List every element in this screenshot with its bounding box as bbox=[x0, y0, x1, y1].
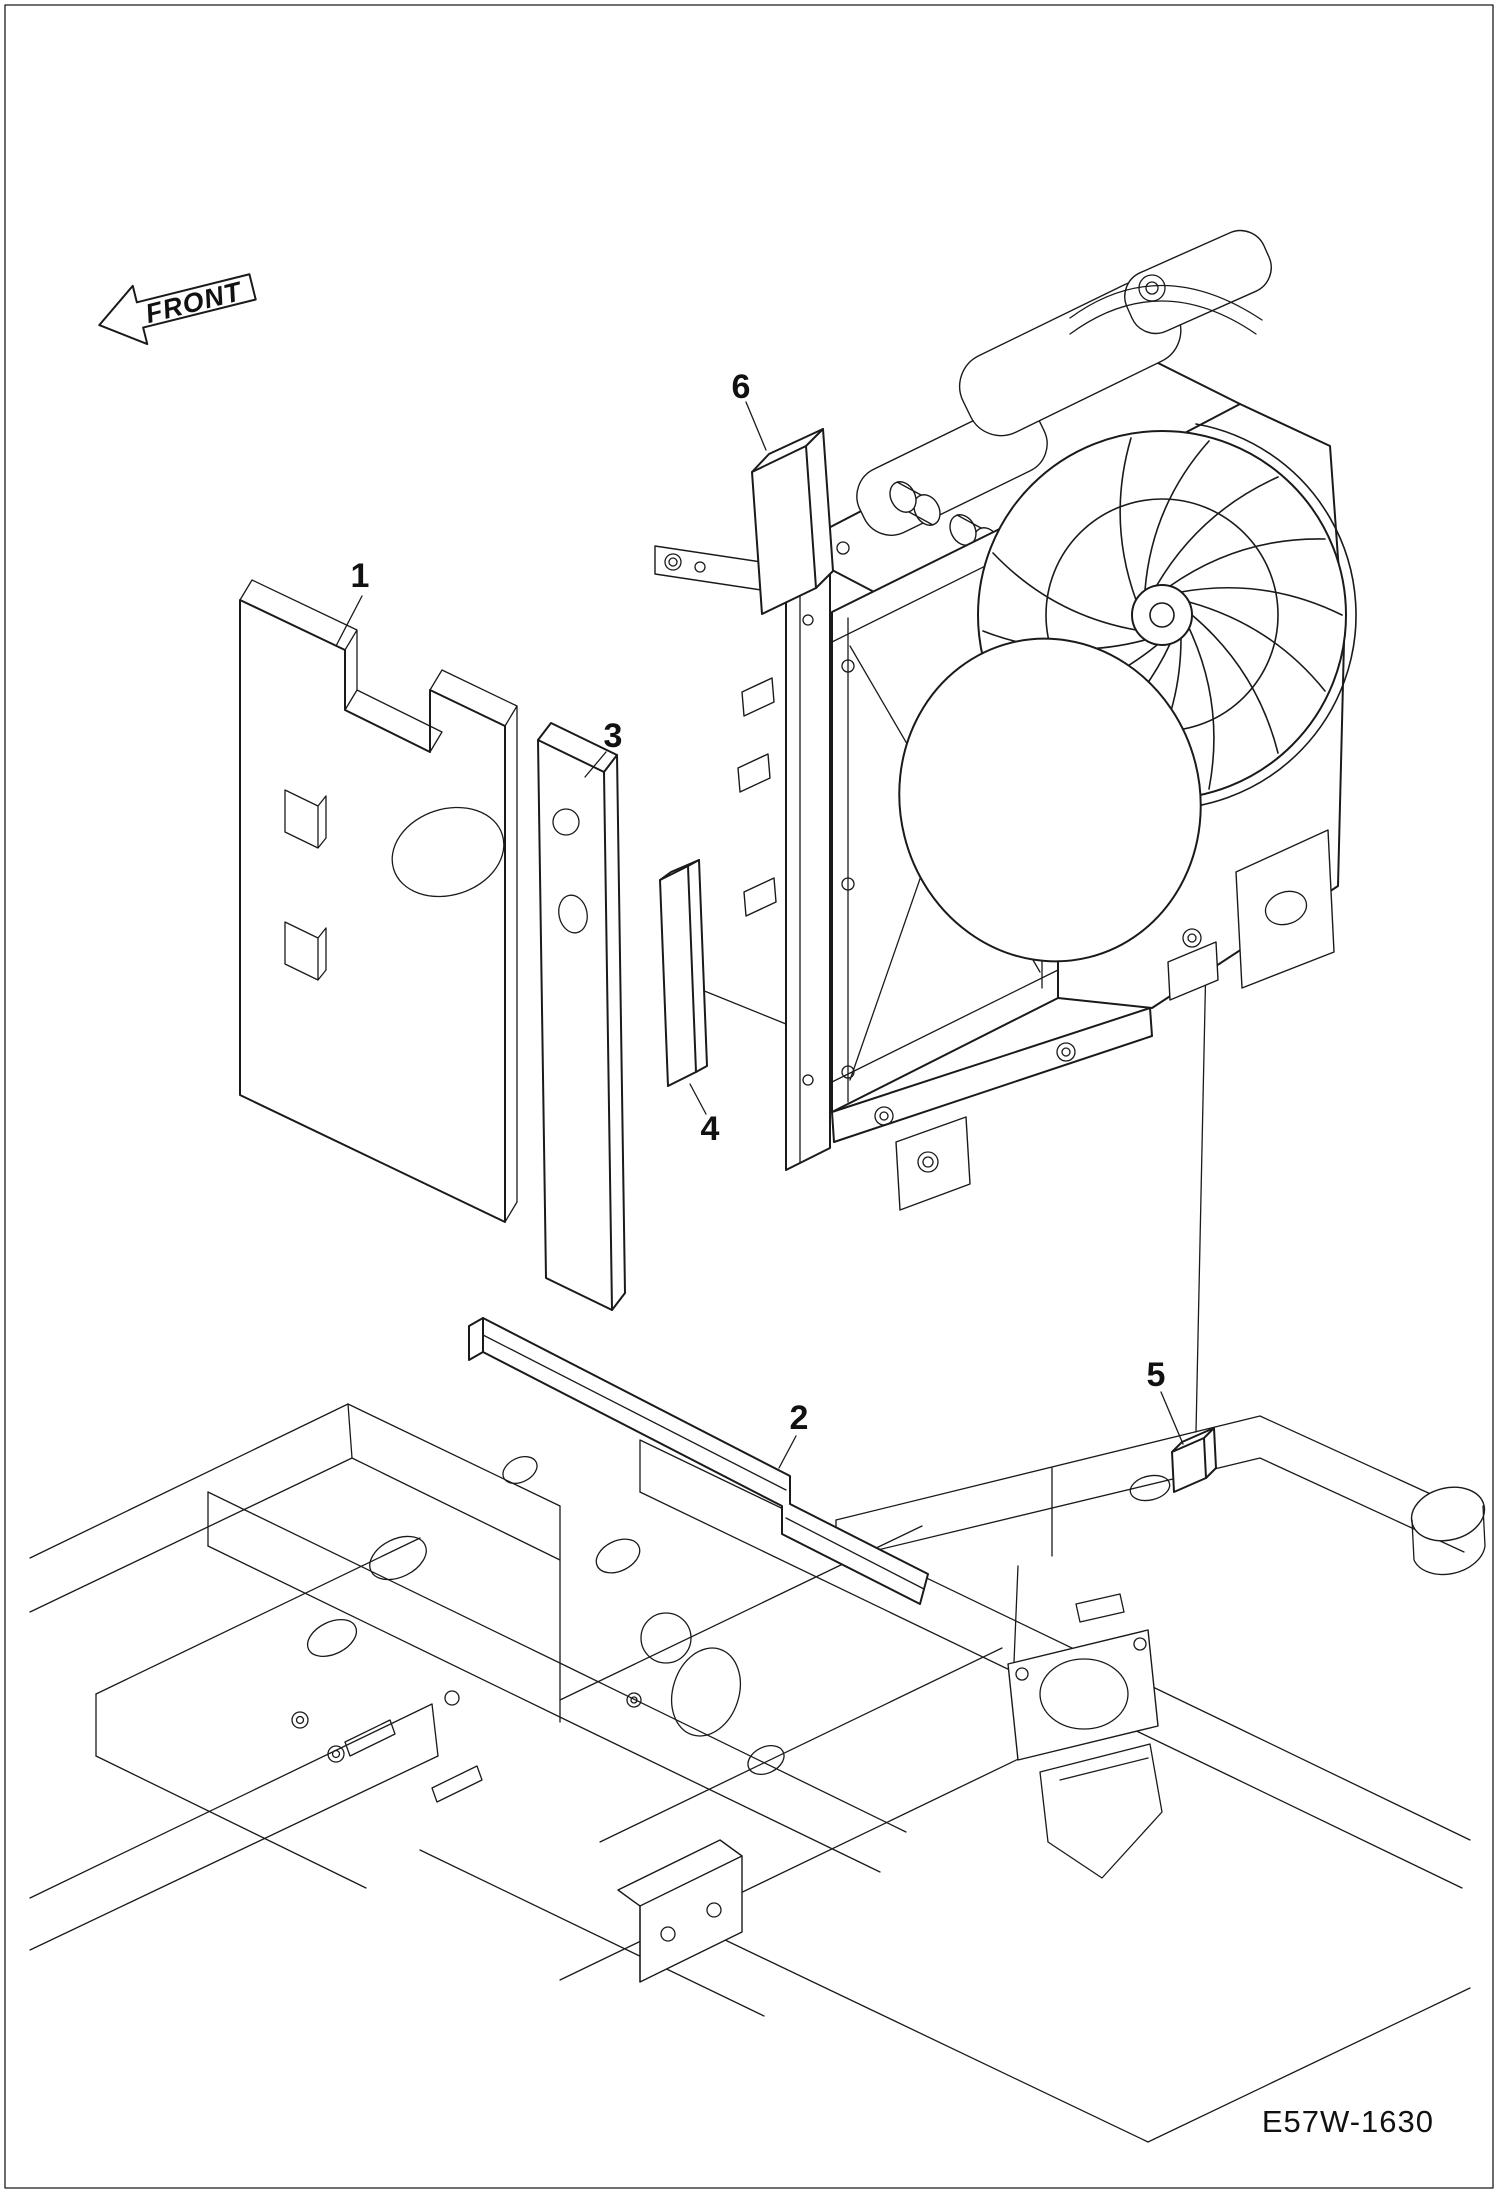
frame-gusset bbox=[1039, 1743, 1163, 1879]
part-4-spacer bbox=[659, 859, 708, 1087]
leader-line-5 bbox=[1160, 1391, 1184, 1445]
leader-line-3 bbox=[584, 751, 607, 778]
right-foot-mount bbox=[1167, 941, 1219, 1001]
part-5-alignment-line bbox=[1195, 957, 1207, 1433]
plate-slot-hole-upper bbox=[284, 789, 327, 849]
leader-line-6 bbox=[745, 401, 767, 451]
front-label: FRONT bbox=[142, 276, 246, 329]
radiator-bottom-band bbox=[831, 928, 1219, 1211]
part-1-plate bbox=[239, 579, 518, 1223]
plate-slot-hole-lower bbox=[284, 921, 327, 981]
leader-line-1 bbox=[335, 595, 363, 647]
fan-hub bbox=[1131, 584, 1193, 646]
front-direction-arrow: FRONT bbox=[98, 273, 257, 346]
frame-boss bbox=[1410, 1486, 1486, 1576]
chassis-frame bbox=[29, 1403, 1486, 2143]
frame-flange bbox=[1007, 1629, 1159, 1761]
figure-code: E57W-1630 bbox=[1262, 2104, 1434, 2139]
part-4-mount-line bbox=[696, 987, 787, 1025]
callout-3: 3 bbox=[604, 717, 623, 755]
callout-4: 4 bbox=[701, 1110, 720, 1148]
frame-slot-hole bbox=[369, 1535, 427, 1581]
part-5-block bbox=[1171, 1427, 1217, 1493]
frame-u-bracket bbox=[617, 1839, 743, 1983]
leader-line-4 bbox=[689, 1083, 707, 1115]
radiator-assembly bbox=[654, 229, 1357, 1211]
callout-leader-lines bbox=[335, 401, 1184, 1469]
part-2-support-bar bbox=[468, 1317, 929, 1605]
radiator-cap bbox=[1138, 274, 1166, 302]
bracket-hole-lower bbox=[558, 894, 588, 934]
page-border bbox=[4, 4, 1494, 2189]
callout-labels: 1 2 3 4 5 6 bbox=[351, 368, 1166, 1437]
fan-motor-bracket bbox=[1235, 829, 1335, 989]
left-mount-channel bbox=[654, 529, 831, 1171]
front-arrow-icon bbox=[98, 273, 257, 346]
callout-2: 2 bbox=[790, 1399, 809, 1437]
callout-5: 5 bbox=[1147, 1356, 1166, 1394]
part-6-block bbox=[751, 428, 834, 615]
fan-opening bbox=[898, 637, 1202, 963]
part-3-bracket bbox=[537, 722, 626, 1311]
callout-1: 1 bbox=[351, 557, 370, 595]
plate-round-cutout bbox=[391, 806, 505, 898]
leader-line-2 bbox=[778, 1435, 797, 1469]
fan-shroud-body bbox=[1057, 403, 1345, 1009]
bracket-hole-upper bbox=[552, 808, 580, 836]
callout-6: 6 bbox=[732, 368, 751, 406]
